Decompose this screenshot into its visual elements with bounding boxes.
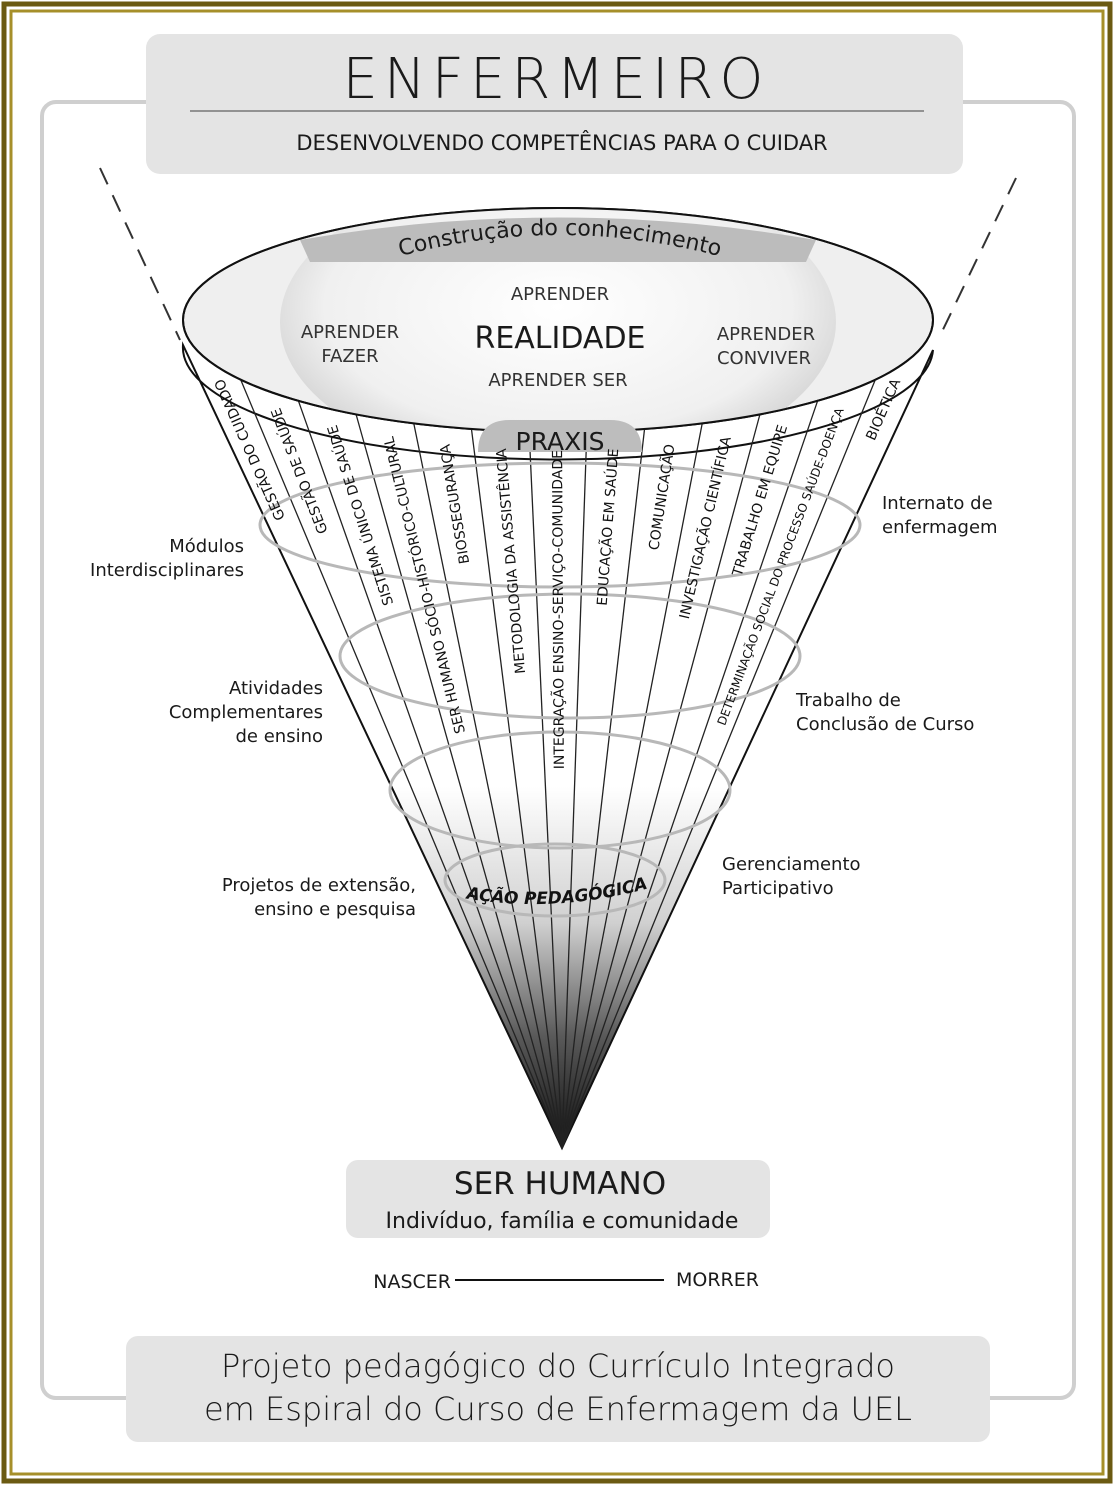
internato-line2: enfermagem (882, 517, 998, 538)
construcao-band (300, 217, 816, 262)
dashed-line-left (99, 167, 181, 341)
cone-body (181, 341, 934, 1151)
header-panel (146, 34, 963, 174)
header-title: ENFERMEIRO (343, 47, 770, 112)
tcc-line1: Trabalho de (795, 690, 901, 711)
nascer-label: NASCER (373, 1271, 451, 1293)
ser-humano-panel (346, 1160, 770, 1238)
praxis-tab (478, 420, 642, 452)
modulos-line2: Interdisciplinares (90, 560, 244, 581)
cone-divider (561, 379, 876, 1149)
footer-line1: Projeto pedagógico do Currículo Integrad… (221, 1347, 895, 1385)
aprender-top: APRENDER (511, 284, 609, 305)
cone-divider (355, 414, 563, 1149)
projetos-line1: Projetos de extensão, (222, 875, 416, 896)
atividades-line2: Complementares (169, 702, 323, 723)
spiral-loop-4 (443, 842, 667, 918)
aprender-conviver-line2: CONVIVER (717, 348, 811, 369)
footer-line2: em Espiral do Curso de Enfermagem da UEL (204, 1390, 912, 1428)
spiral-loop-1 (258, 461, 862, 589)
ser-humano-title: SER HUMANO (454, 1166, 666, 1202)
aprender-conviver-line1: APRENDER (717, 324, 815, 345)
header-subtitle: DESENVOLVENDO COMPETÊNCIAS PARA O CUIDAR (296, 130, 827, 155)
cone-divider (561, 414, 761, 1149)
dashed-line-right (937, 177, 1017, 341)
inner-frame (9, 9, 1105, 1476)
spiral-loops (258, 461, 862, 918)
atividades-line1: Atividades (229, 678, 323, 699)
cone-divider (528, 431, 563, 1149)
cone-divider (561, 423, 703, 1149)
aprender-fazer-line1: APRENDER (301, 322, 399, 343)
footer-panel (126, 1336, 990, 1442)
ser-humano-subtitle: Indivíduo, família e comunidade (386, 1209, 739, 1234)
cone-divider (561, 400, 819, 1149)
morrer-label: MORRER (676, 1269, 759, 1291)
gerenciamento-line2: Participativo (722, 878, 834, 899)
internato-line1: Internato de (882, 493, 993, 514)
cone-divider (561, 431, 588, 1149)
cone-divider (470, 428, 563, 1149)
realidade-label: REALIDADE (474, 321, 645, 356)
aprender-fazer-line2: FAZER (321, 346, 378, 367)
tcc-line2: Conclusão de Curso (796, 714, 974, 735)
cone-divider (561, 428, 646, 1149)
gerenciamento-line1: Gerenciamento (722, 854, 861, 875)
cone-divider (240, 379, 563, 1149)
atividades-line3: de ensino (235, 726, 323, 747)
praxis-label: PRAXIS (516, 427, 605, 456)
discipline-label: INTEGRAÇÃO ENSINO-SERVIÇO-COMUNIDADE (549, 450, 568, 769)
cone-divider (413, 423, 563, 1149)
projetos-line2: ensino e pesquisa (254, 899, 416, 920)
spiral-loop-3 (388, 730, 732, 850)
spiral-loop-2 (338, 592, 802, 720)
aprender-ser: APRENDER SER (488, 370, 627, 391)
cone-divider (297, 400, 563, 1149)
modulos-line1: Módulos (169, 536, 244, 557)
cone-divider-lines (240, 379, 876, 1149)
